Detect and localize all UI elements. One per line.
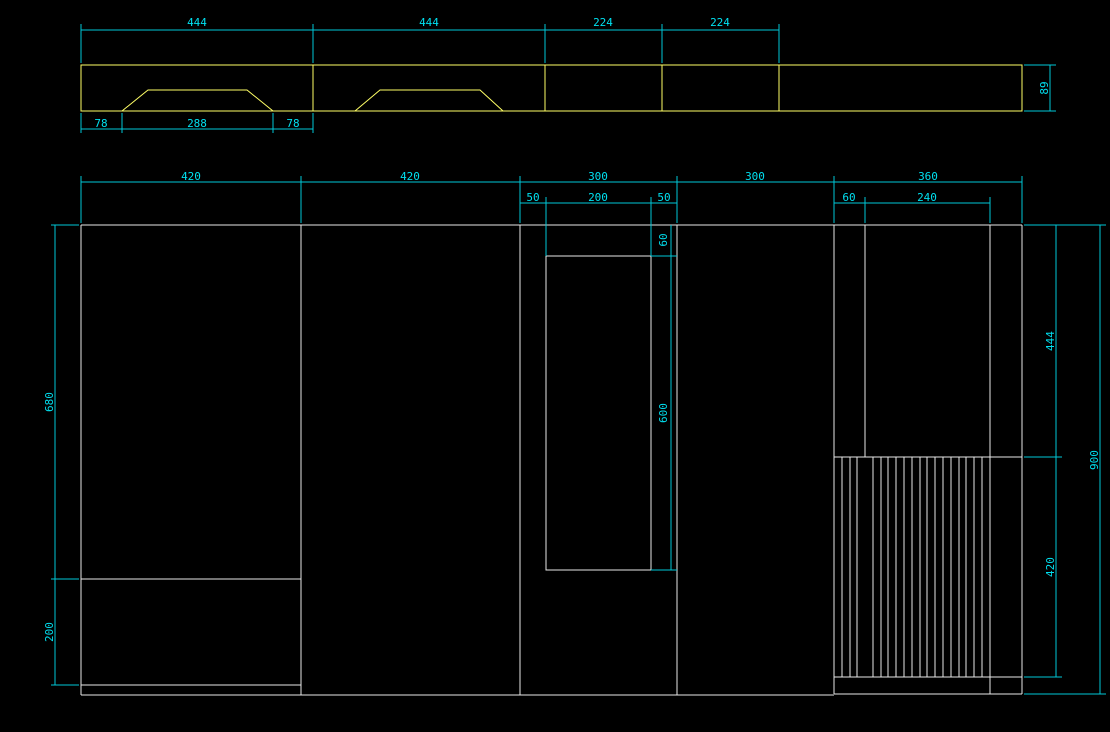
sink-bowl-left bbox=[121, 89, 274, 112]
mirror-dim-left: 50 bbox=[526, 191, 539, 204]
mirror-top-dim: 60 bbox=[657, 233, 670, 246]
left-dim-upper: 680 bbox=[43, 392, 56, 412]
elev-dim-5: 360 bbox=[918, 170, 938, 183]
elev-dim-4: 300 bbox=[745, 170, 765, 183]
plan-dim-2: 444 bbox=[419, 16, 439, 29]
slatted-panel bbox=[841, 457, 983, 677]
right-dim-lower: 420 bbox=[1044, 557, 1057, 577]
plan-bottom-dim-1: 78 bbox=[94, 117, 107, 130]
left-dim-lower: 200 bbox=[43, 622, 56, 642]
plan-dim-4: 224 bbox=[710, 16, 730, 29]
cabinet-dim-left: 60 bbox=[842, 191, 855, 204]
plan-bottom-dim-2: 288 bbox=[187, 117, 207, 130]
right-dim-upper: 444 bbox=[1044, 331, 1057, 351]
overall-height-dim: 900 bbox=[1088, 450, 1101, 470]
plan-dim-1: 444 bbox=[187, 16, 207, 29]
plan-dim-3: 224 bbox=[593, 16, 613, 29]
mirror-panel bbox=[545, 255, 652, 571]
mirror-dim-right: 50 bbox=[657, 191, 670, 204]
elev-dim-2: 420 bbox=[400, 170, 420, 183]
elev-dim-1: 420 bbox=[181, 170, 201, 183]
mirror-dim-width: 200 bbox=[588, 191, 608, 204]
plan-view: 444 444 224 224 78 288 78 89 bbox=[80, 16, 1056, 133]
plan-height-dim: 89 bbox=[1038, 81, 1051, 94]
cabinet-dim-width: 240 bbox=[917, 191, 937, 204]
sink-bowl-right bbox=[354, 89, 504, 112]
elev-dim-3: 300 bbox=[588, 170, 608, 183]
plan-bottom-dim-3: 78 bbox=[286, 117, 299, 130]
mirror-height-dim: 600 bbox=[657, 403, 670, 423]
elevation-view: 420 420 300 300 360 50 200 50 60 600 60 … bbox=[43, 170, 1106, 696]
